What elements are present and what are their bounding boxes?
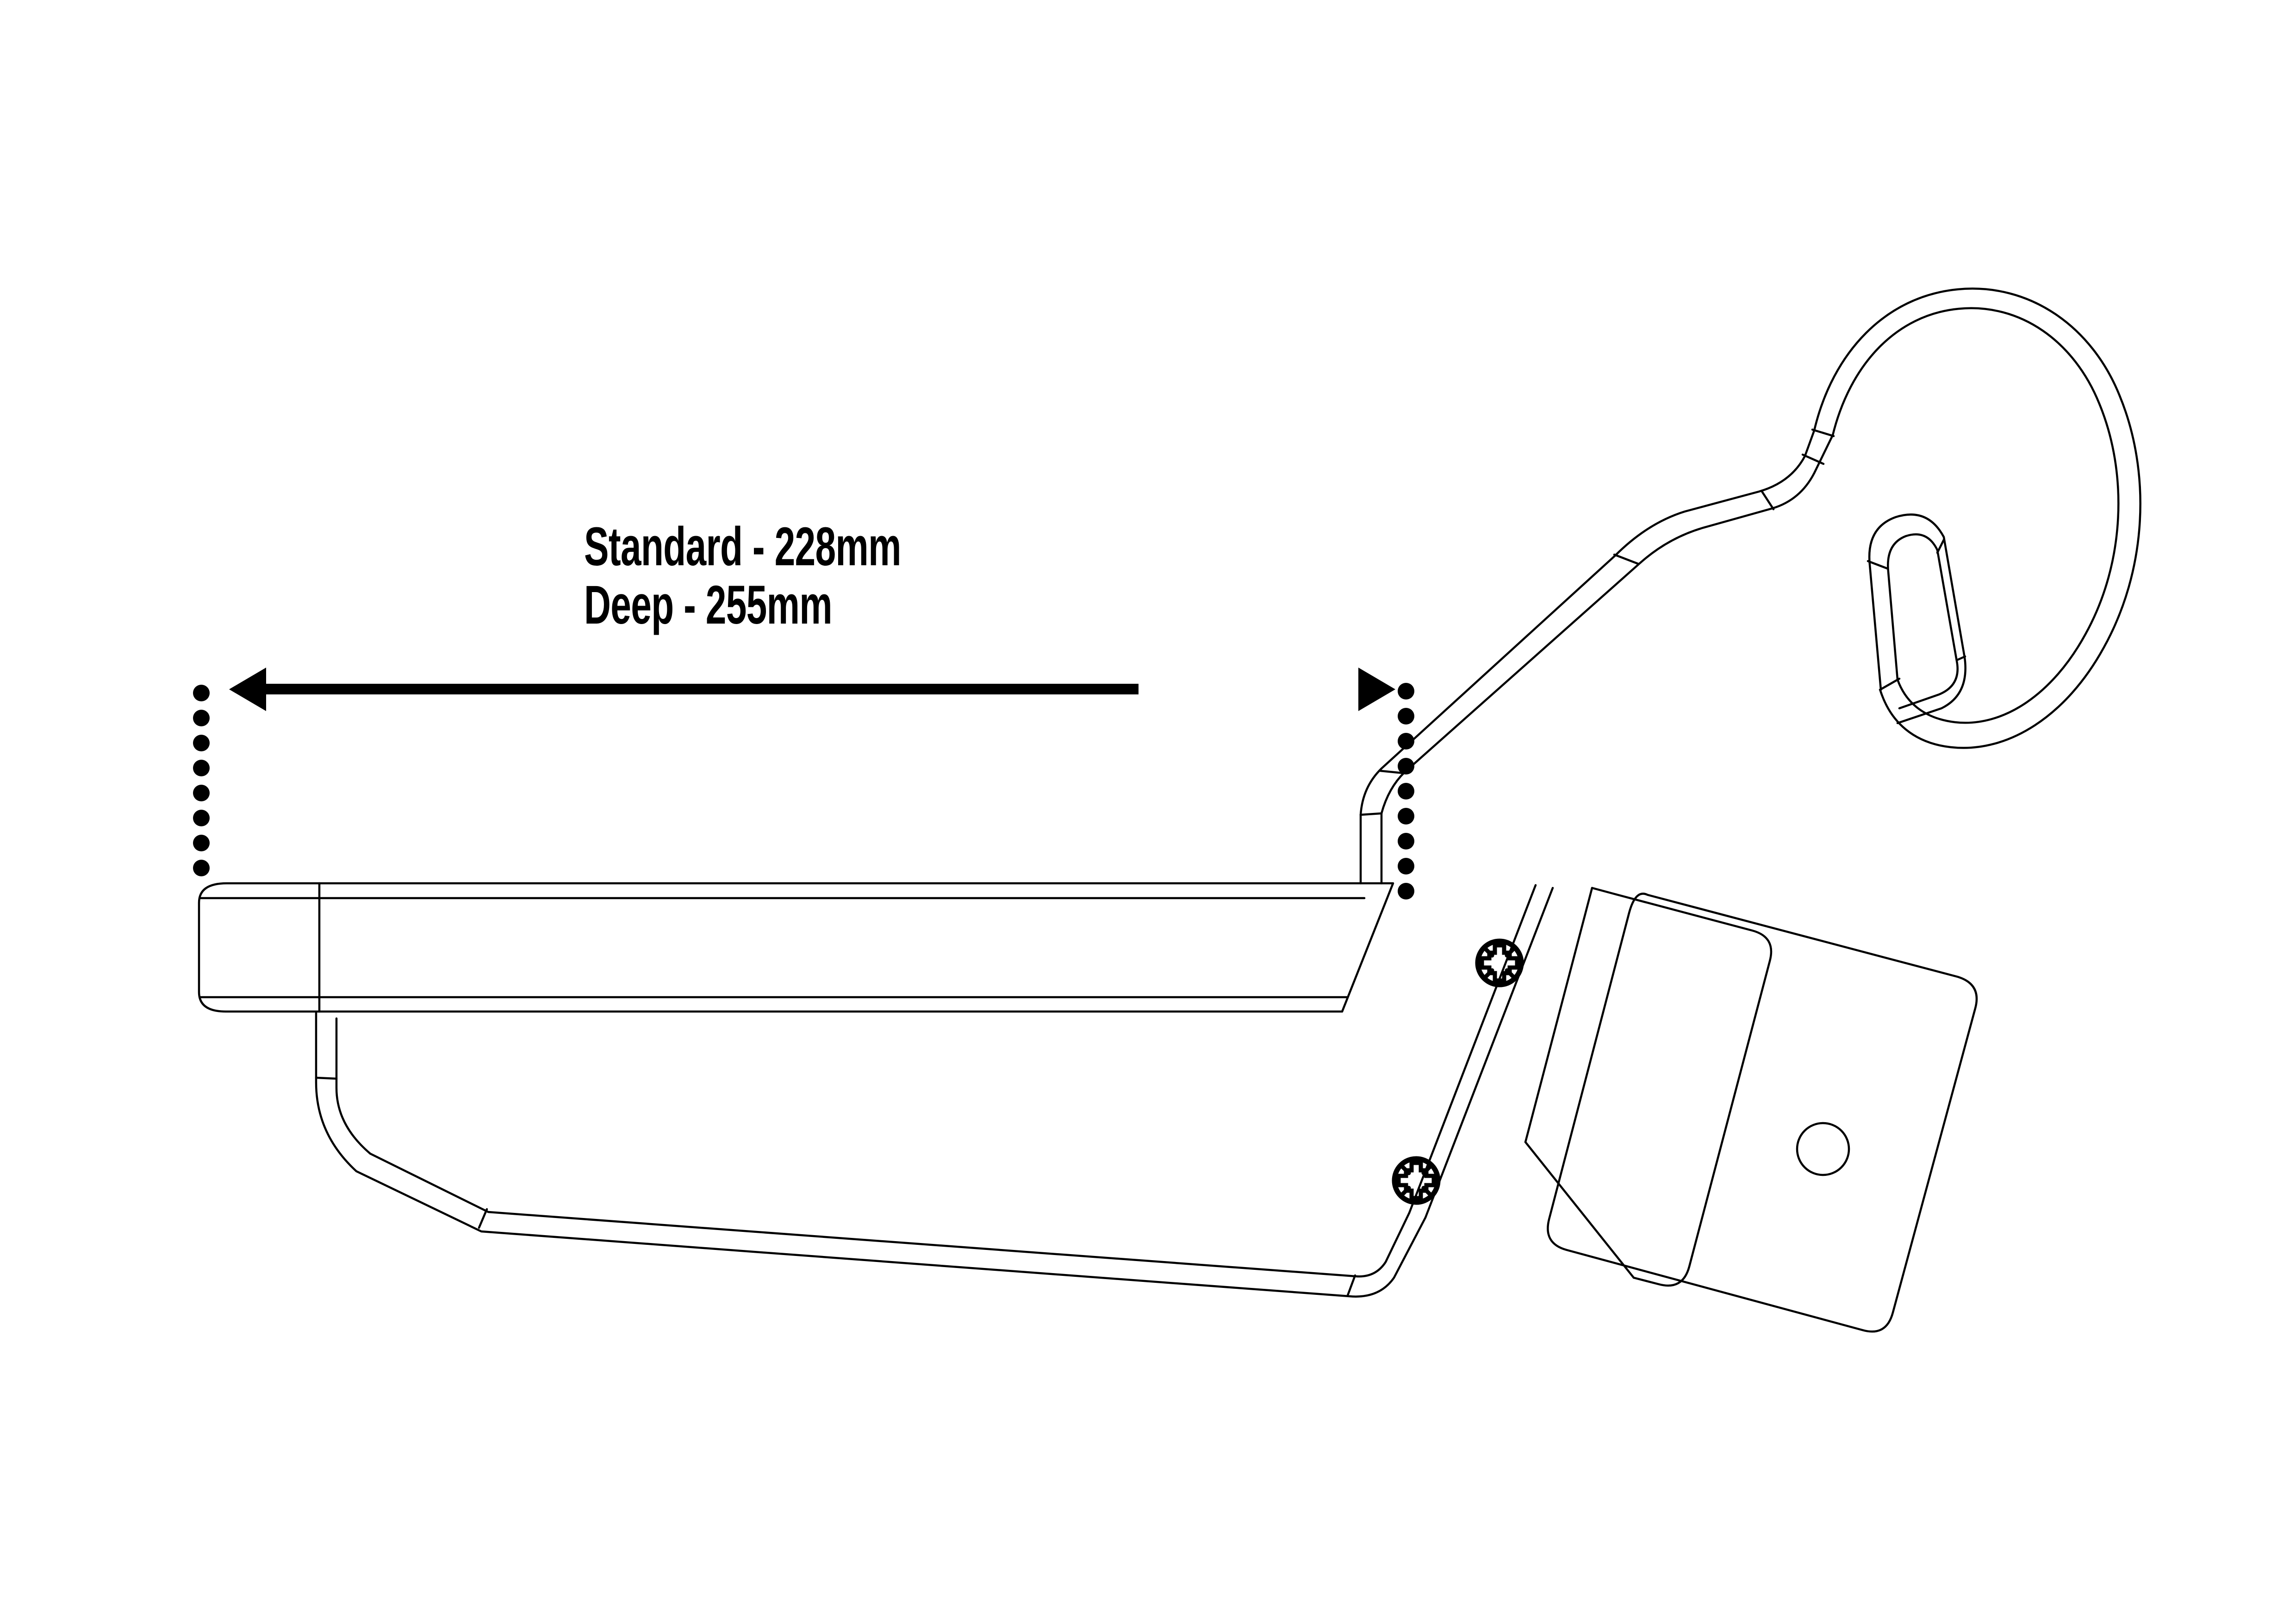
vertical-riser	[1359, 812, 1383, 885]
mounting-hole	[1796, 1122, 1850, 1176]
hook-stem-transition	[1613, 429, 1834, 565]
dimension-extension-left	[193, 685, 210, 876]
outline-geometry	[198, 287, 2141, 1333]
inner-j-hook	[1867, 513, 1966, 725]
rear-upright-leg	[1408, 884, 1554, 1219]
dimension-label-deep: Deep - 255mm	[584, 575, 833, 636]
hook-loop	[1811, 287, 2141, 749]
dimension-label-standard: Standard - 228mm	[584, 516, 901, 577]
dimension-extension-right	[1398, 683, 1414, 899]
dimension-annotation	[193, 668, 1414, 899]
dimension-arrow	[229, 668, 1395, 711]
mounting-plate	[1524, 887, 1978, 1333]
shelf-rail	[198, 882, 1394, 1013]
lower-support-tube	[315, 1012, 1427, 1298]
